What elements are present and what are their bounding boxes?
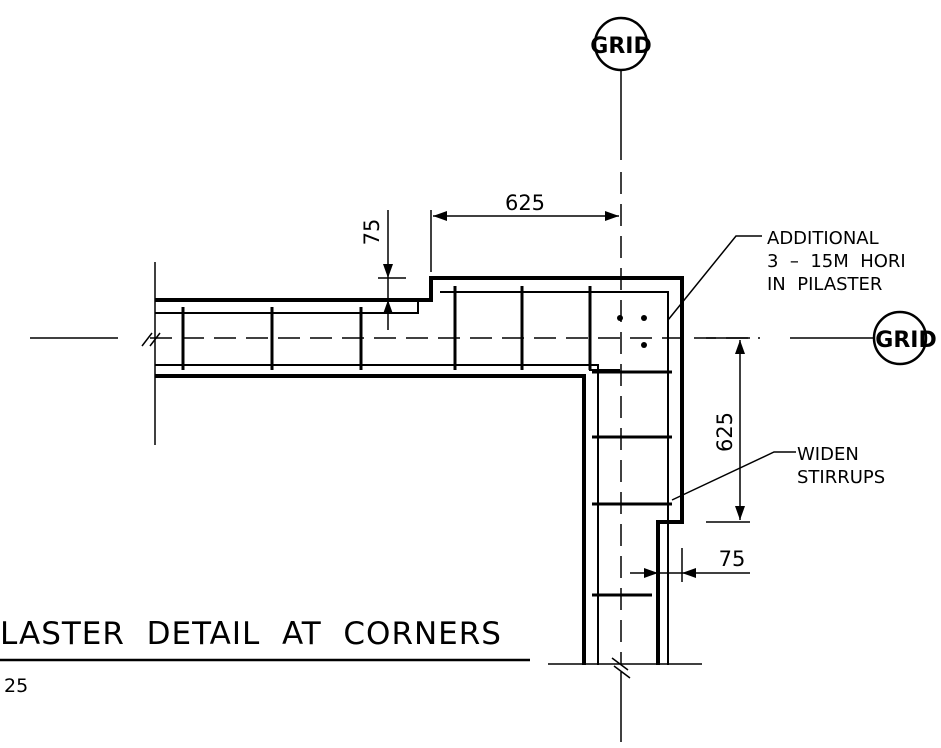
stirrups-horizontal-wall — [181, 286, 592, 370]
wall-outline — [155, 276, 684, 665]
dimension-top-625: 625 — [430, 191, 619, 272]
leader-additional-bars: ADDITIONAL 3 – 15M HORI IN PILASTER — [667, 228, 906, 321]
detail-scale: 25 — [4, 675, 28, 697]
stirrups-vertical-wall — [592, 370, 672, 597]
dimension-top-625-label: 625 — [505, 191, 545, 215]
note-widen-line1: WIDEN — [797, 444, 859, 465]
leader-widen-stirrups: WIDEN STIRRUPS — [671, 444, 885, 501]
grid-bubble-top-label: GRID — [590, 34, 651, 59]
dimension-top-75-label: 75 — [360, 219, 384, 246]
detail-title: LASTER DETAIL AT CORNERS — [0, 616, 502, 652]
dimension-right-75: 75 — [630, 547, 750, 582]
note-additional-line2: 3 – 15M HORI — [767, 251, 906, 272]
reinforcing-bars — [155, 291, 669, 665]
grid-bubble-right-label: GRID — [875, 328, 936, 353]
corner-bars — [617, 315, 647, 348]
grid-bubble-right: GRID — [872, 310, 937, 366]
break-line-left — [141, 262, 161, 445]
dimension-right-625: 625 — [706, 337, 750, 523]
dimension-right-75-label: 75 — [719, 547, 746, 571]
dimension-top-75: 75 — [360, 210, 406, 330]
note-additional-line1: ADDITIONAL — [767, 228, 879, 249]
grid-bubble-top: GRID — [590, 16, 652, 72]
note-additional-line3: IN PILASTER — [767, 274, 882, 295]
dimension-right-625-label: 625 — [713, 412, 737, 452]
break-line-bottom — [548, 657, 702, 679]
detail-title-block: LASTER DETAIL AT CORNERS 25 — [0, 616, 530, 697]
note-widen-line2: STIRRUPS — [797, 467, 885, 488]
